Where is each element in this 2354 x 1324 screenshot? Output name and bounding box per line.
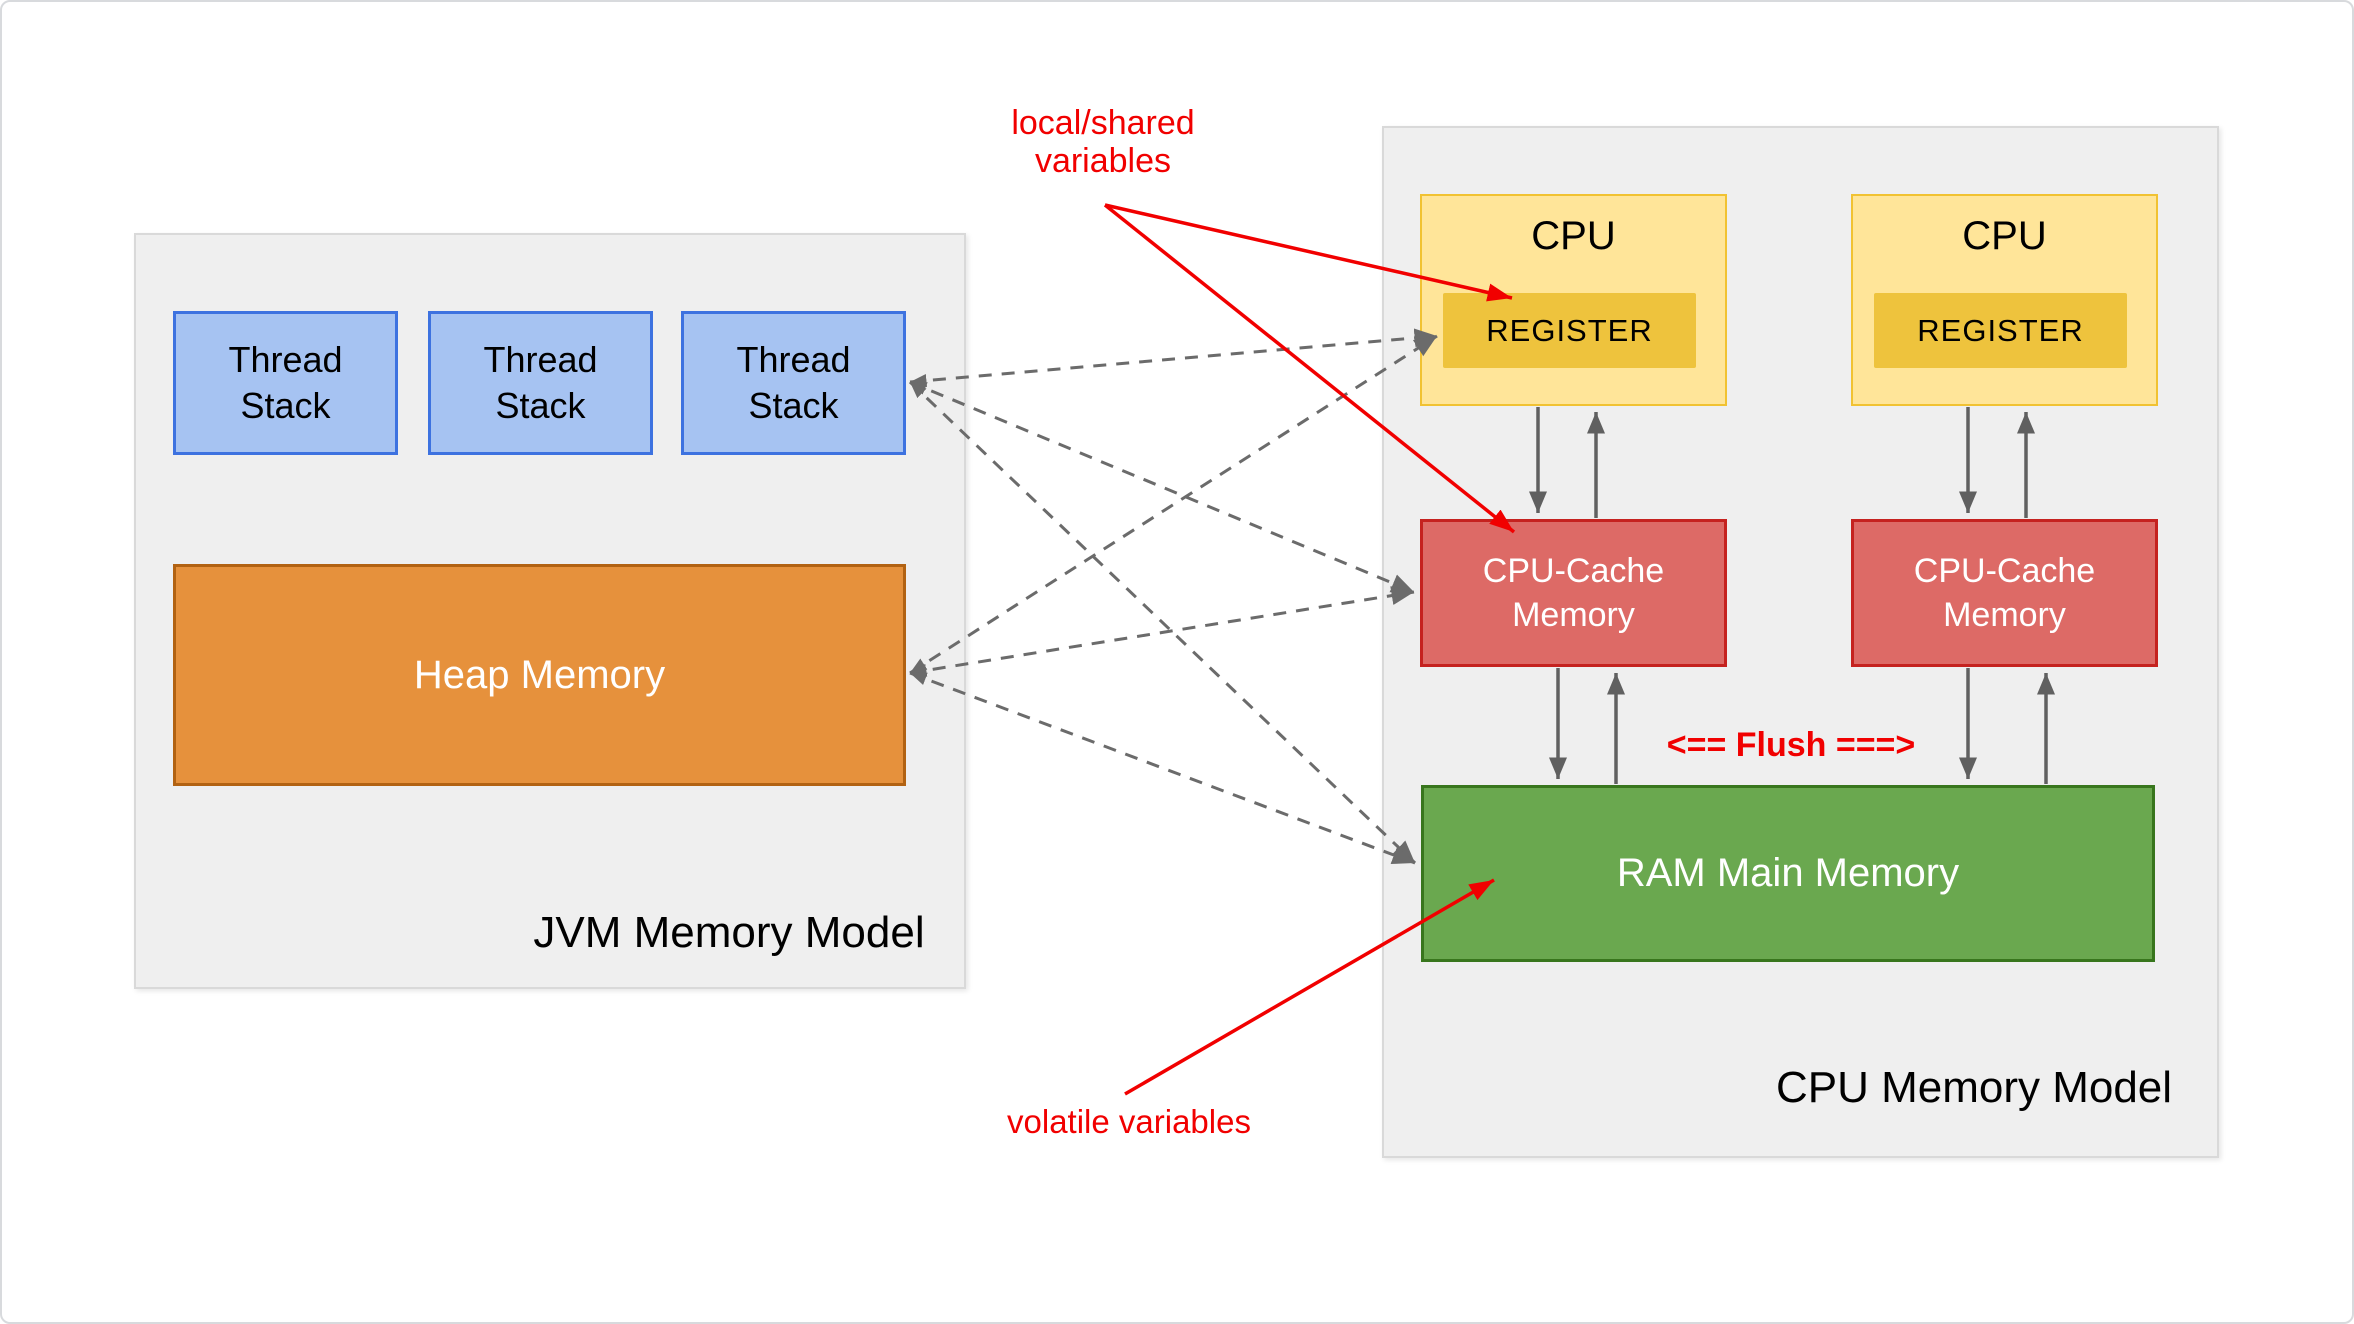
dashed-thread-register [909, 328, 1438, 388]
jvm-panel-title: JVM Memory Model [533, 908, 925, 957]
dashed-thread-ram [908, 380, 1417, 865]
volatile-variables-label: volatile variables [1007, 1103, 1251, 1140]
dashed-heap-ram [909, 671, 1416, 865]
dashed-heap-cache [909, 586, 1415, 677]
local-shared-variables-label: local/shared variables [1011, 104, 1195, 180]
register-box-1: REGISTER [1443, 293, 1696, 368]
cpu-label-2: CPU [1962, 214, 2047, 258]
dashed-thread-cache [909, 380, 1415, 594]
cpu-label-1: CPU [1531, 214, 1616, 258]
flush-label: <== Flush ===> [1666, 726, 1916, 764]
cpu-box-1: CPU REGISTER [1420, 194, 1727, 406]
cpu-panel-title: CPU Memory Model [1775, 1063, 2173, 1112]
dashed-heap-register [909, 334, 1438, 675]
register-box-2: REGISTER [1874, 293, 2127, 368]
thread-stack-box-2: Thread Stack [428, 311, 653, 455]
cpu-cache-box-1: CPU-Cache Memory [1420, 519, 1727, 667]
cpu-box-2: CPU REGISTER [1851, 194, 2158, 406]
heap-memory-box: Heap Memory [173, 564, 906, 786]
thread-stack-box-3: Thread Stack [681, 311, 906, 455]
cpu-cache-box-2: CPU-Cache Memory [1851, 519, 2158, 667]
ram-main-memory-box: RAM Main Memory [1421, 785, 2155, 962]
thread-stack-box-1: Thread Stack [173, 311, 398, 455]
